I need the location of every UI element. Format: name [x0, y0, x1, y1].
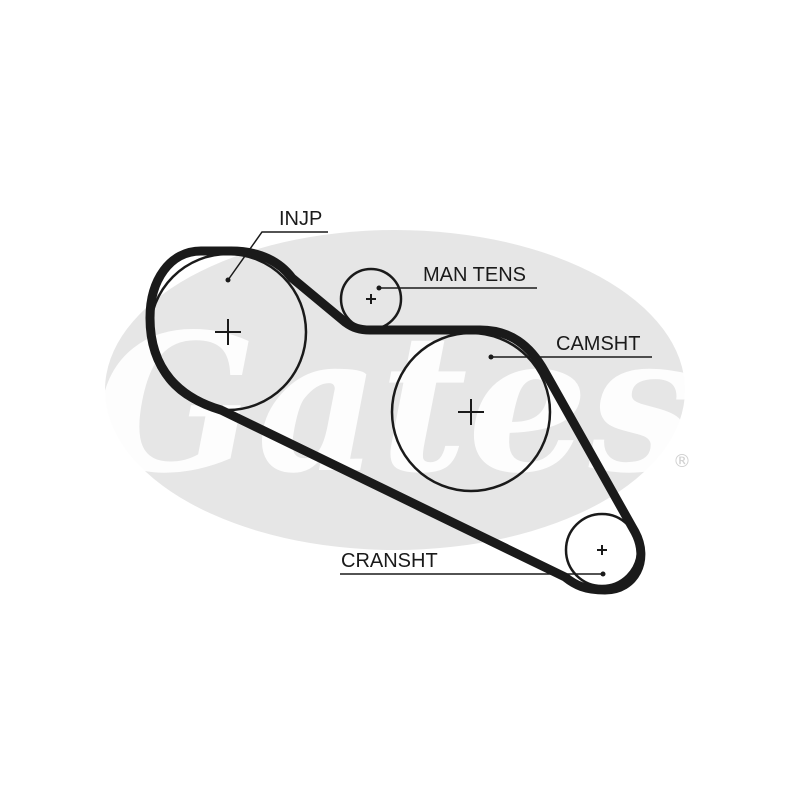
pulley-crankshaft-center-mark	[597, 545, 607, 555]
pulley-crankshaft-circle	[564, 512, 640, 588]
pulley-camshaft-circle	[390, 331, 552, 493]
pulley-injection-pump-circle	[148, 252, 308, 412]
pulley-camshaft-center-mark	[458, 399, 484, 425]
label-camshaft-group: CAMSHT	[488, 333, 652, 360]
label-injection-pump-group: INJP	[225, 208, 328, 283]
label-crankshaft: CRANSHT	[341, 550, 438, 572]
leader-line-injection-pump	[227, 231, 328, 281]
pulley-injection-pump	[148, 252, 308, 412]
pulley-manual-tensioner	[339, 267, 403, 331]
label-manual-tensioner-group: MAN TENS	[376, 264, 537, 291]
label-crankshaft-group: CRANSHT	[340, 550, 606, 577]
pulley-crankshaft	[564, 512, 640, 588]
label-injection-pump: INJP	[279, 208, 322, 230]
logo-registered-mark: ®	[673, 451, 691, 472]
pulley-manual-tensioner-circle	[339, 267, 403, 331]
pulley-injection-pump-center-mark	[215, 319, 241, 345]
label-manual-tensioner: MAN TENS	[423, 264, 526, 286]
pulley-manual-tensioner-center-mark	[366, 294, 376, 304]
pulley-camshaft	[390, 331, 552, 493]
label-camshaft: CAMSHT	[556, 333, 640, 355]
